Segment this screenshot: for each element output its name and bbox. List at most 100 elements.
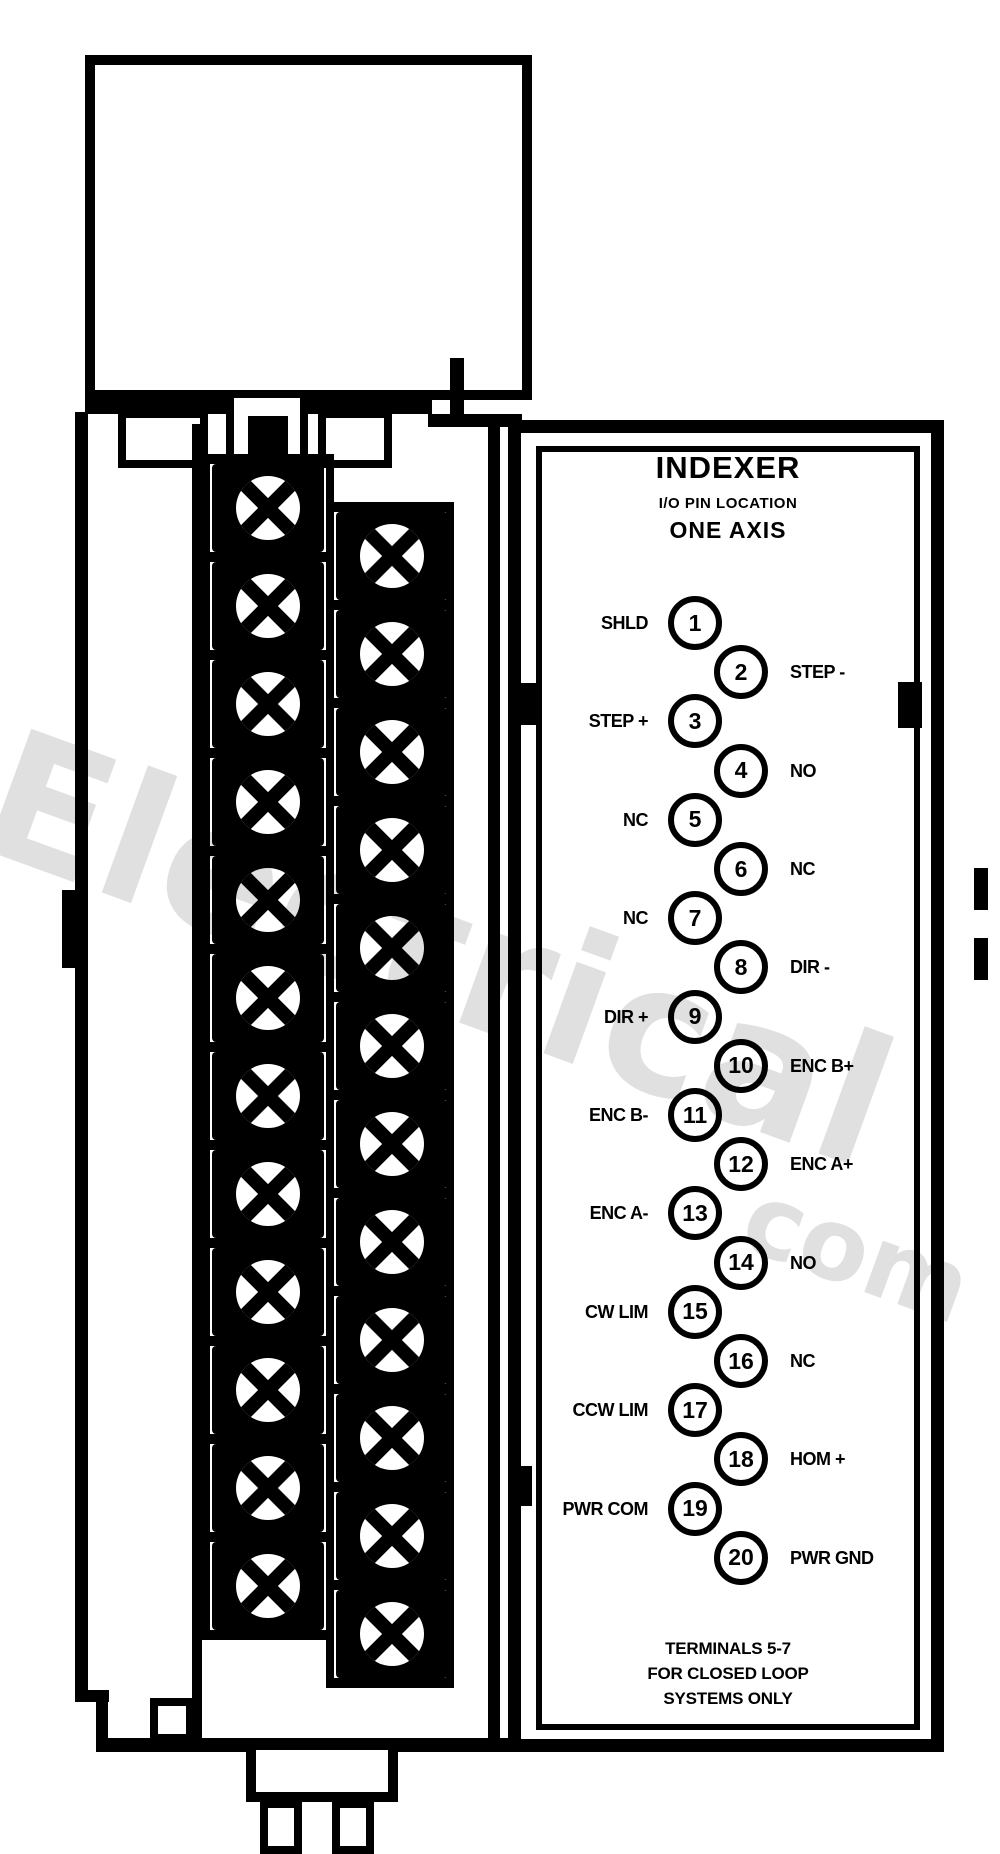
terminal-label-11: ENC B- [589,1105,649,1125]
terminal-circle-19: 19 [668,1481,722,1536]
terminal-number-2: 2 [734,658,748,685]
terminal-label-20: PWR GND [790,1547,874,1568]
screw-terminal [336,1590,448,1678]
screw-head-icon [360,1308,424,1372]
terminal-label-18: HOM + [790,1449,846,1470]
label-panel-inner-border [536,446,920,1730]
screw-terminal [212,758,324,846]
screw-head-icon [360,622,424,686]
screw-terminal [212,464,324,552]
terminal-circle-13: 13 [668,1186,722,1241]
screw-terminal [212,1444,324,1532]
terminal-label-7: NC [623,908,649,929]
screw-terminal [336,610,448,698]
terminal-label-13: ENC A- [589,1203,649,1224]
terminal-label-16: NC [790,1351,816,1371]
screw-head-icon [360,1014,424,1078]
terminal-number-16: 16 [728,1347,754,1374]
terminal-circle-10: 10 [714,1038,768,1093]
module-inner-left-line [192,424,202,1738]
terminal-barrier [328,1286,454,1296]
terminal-barrier [328,1580,454,1590]
terminal-number-9: 9 [688,1003,702,1030]
case-right-mark-upper [974,868,988,910]
screw-terminal [336,1100,448,1188]
screw-head-icon [236,476,300,540]
terminal-label-10: ENC B+ [790,1055,854,1076]
terminal-barrier [328,992,454,1002]
screw-head-icon [360,524,424,588]
terminal-barrier [328,1678,454,1688]
terminal-barrier [328,894,454,904]
case-right-mark-lower [974,938,988,980]
screw-head-icon [236,1064,300,1128]
terminal-label-15: CW LIM [585,1301,648,1322]
screw-head-icon [360,720,424,784]
terminal-barrier [204,1434,332,1444]
screw-head-icon [236,672,300,736]
terminal-circle-17: 17 [668,1383,722,1438]
terminal-barrier [204,846,332,856]
terminal-label-5: NC [623,809,649,830]
screw-terminal [212,954,324,1042]
panel-subtitle: I/O PIN LOCATION [658,495,798,512]
latch-hook [450,358,464,426]
screw-head-icon [236,1260,300,1324]
terminal-circle-9: 9 [668,989,722,1044]
terminal-barrier [204,1336,332,1346]
panel-note: TERMINALS 5-7 FOR CLOSED LOOP SYSTEMS ON… [542,1636,914,1711]
terminal-label-19: PWR COM [562,1498,649,1519]
terminal-barrier [204,748,332,758]
module-left-edge [75,412,88,1698]
screw-head-icon [360,916,424,980]
terminal-circle-18: 18 [714,1432,768,1487]
terminal-barrier [328,1384,454,1394]
terminal-barrier [204,1630,332,1640]
terminal-barrier [328,698,454,708]
terminal-barrier [204,650,332,660]
screw-head-icon [360,1504,424,1568]
terminal-label-12: ENC A+ [790,1154,853,1175]
terminal-barrier [204,454,332,464]
screw-terminal [336,1198,448,1286]
strip-divider [326,454,334,1688]
terminal-label-9: DIR + [603,1006,649,1027]
terminal-circle-8: 8 [714,940,768,995]
terminal-circle-14: 14 [714,1235,768,1290]
terminal-number-15: 15 [682,1298,708,1325]
panel-right-tab [898,682,922,728]
terminal-circle-20: 20 [714,1530,768,1585]
screw-terminal [212,1542,324,1630]
terminal-barrier [328,1482,454,1492]
terminal-label-14: NO [790,1252,817,1273]
terminal-barrier [204,1042,332,1052]
terminal-label-2: STEP - [790,662,845,683]
terminal-number-4: 4 [734,757,748,784]
terminal-number-1: 1 [688,609,702,636]
bottom-connector-body [246,1740,398,1802]
bottom-connector-prong-left [260,1800,302,1854]
screw-head-icon [360,1406,424,1470]
terminal-circle-12: 12 [714,1137,768,1192]
screw-terminal [336,1002,448,1090]
screw-head-icon [236,1456,300,1520]
screw-terminal [336,806,448,894]
terminal-number-5: 5 [688,806,702,833]
terminal-barrier [204,944,332,954]
terminal-barrier [204,1532,332,1542]
module-top-block [85,55,532,400]
panel-title: INDEXER [655,450,801,485]
screw-terminal [212,856,324,944]
panel-note-line-2: FOR CLOSED LOOP [647,1664,809,1683]
screw-terminal [212,562,324,650]
terminal-number-8: 8 [734,953,748,980]
screw-head-icon [236,966,300,1030]
mounting-clip-center-insert [248,416,288,458]
screw-head-icon [236,1358,300,1422]
terminal-label-17: CCW LIM [572,1400,649,1421]
terminal-number-19: 19 [682,1495,708,1522]
screw-terminal [336,904,448,992]
terminal-barrier [328,1188,454,1198]
terminal-label-3: STEP + [588,711,649,732]
